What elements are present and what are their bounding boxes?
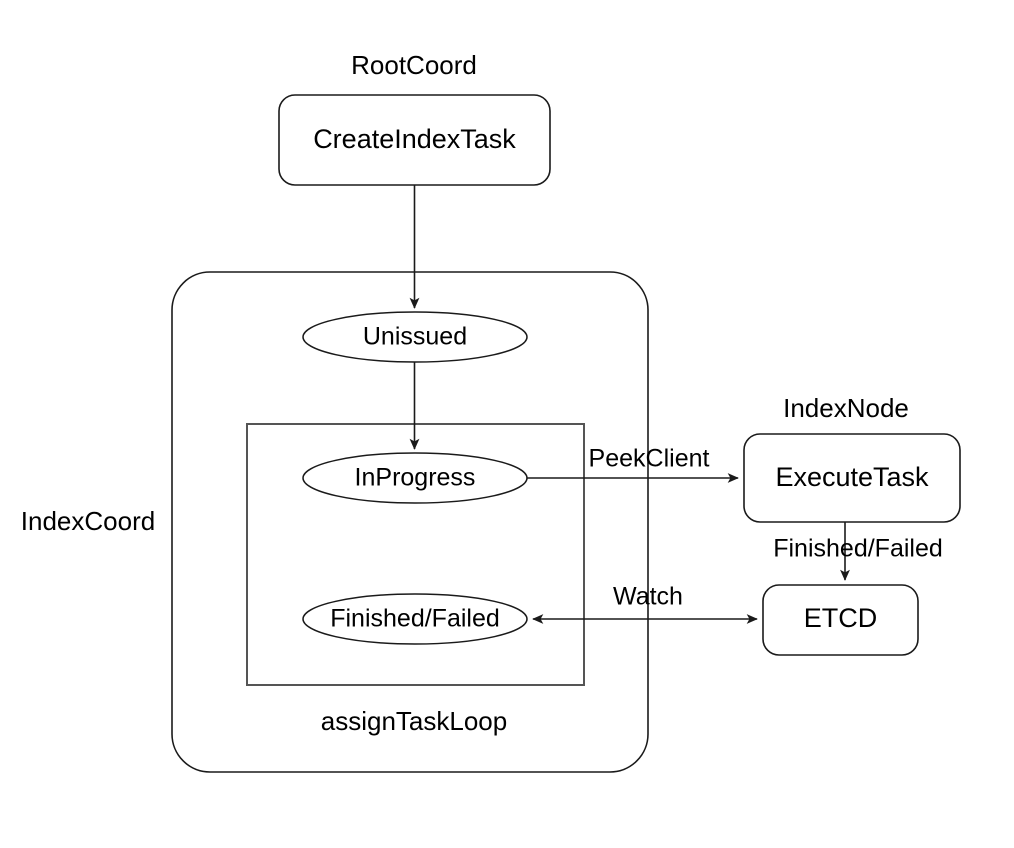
finished-failed-ellipse[interactable] [302,593,528,645]
group-label-indexnode: IndexNode [783,393,909,423]
node-execute-task[interactable]: ExecuteTask [743,433,961,523]
unissued-label: Unissued [363,323,467,351]
etcd-box[interactable] [762,584,919,656]
group-label-assigntaskloop: assignTaskLoop [321,706,507,736]
execute-task-box[interactable] [743,433,961,523]
etcd-label: ETCD [804,603,878,633]
execute-task-label: ExecuteTask [775,462,929,492]
finished-failed-label: Finished/Failed [330,605,500,633]
in-progress-ellipse[interactable] [302,452,528,504]
assigntaskloop-container [246,423,585,686]
indexcoord-container [171,271,649,773]
node-finished-failed-state[interactable]: Finished/Failed [302,593,528,645]
node-create-index-task[interactable]: CreateIndexTask [278,94,551,186]
unissued-ellipse[interactable] [302,311,528,363]
in-progress-label: InProgress [355,464,476,492]
group-label-indexcoord: IndexCoord [21,506,155,536]
edge-label-peekclient: PeekClient [589,445,710,473]
node-unissued[interactable]: Unissued [302,311,528,363]
create-index-task-label: CreateIndexTask [313,124,516,154]
group-label-rootcoord: RootCoord [351,50,477,80]
node-etcd[interactable]: ETCD [762,584,919,656]
edge-label-watch: Watch [613,583,683,611]
node-in-progress[interactable]: InProgress [302,452,528,504]
edge-label-finished-failed: Finished/Failed [773,535,943,563]
